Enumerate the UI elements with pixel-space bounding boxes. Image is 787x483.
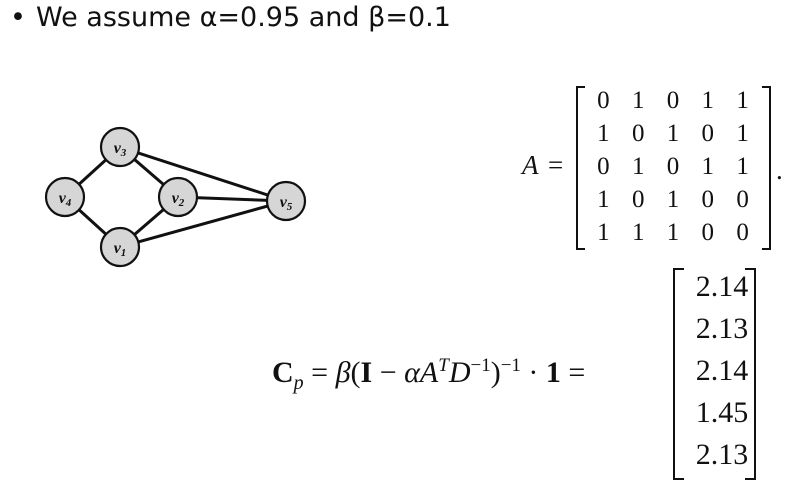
cp-equation-lhs: Cp = β(I − αATD−1)−1 · 1 = — [272, 355, 586, 394]
matrix-a-cell: 0 — [736, 185, 749, 213]
matrix-a-cell: 1 — [666, 185, 680, 213]
cp-value: 2.13 — [695, 438, 749, 471]
network-graph: v3 v4 v2 v5 v1 — [44, 126, 307, 268]
node-circle — [265, 180, 307, 222]
matrix-a-period: . — [776, 155, 783, 185]
node-circle — [99, 226, 141, 268]
matrix-a-cell: 0 — [597, 86, 610, 114]
edge-v1-v5 — [119, 199, 287, 249]
matrix-a-cell: 1 — [736, 119, 749, 147]
matrix-a-cell: 1 — [631, 86, 645, 114]
node-v1: v1 — [99, 226, 141, 268]
cp-vector: 2.14 2.13 2.14 1.45 2.13 — [690, 266, 754, 476]
bullet-text: We assume α=0.95 and β=0.1 — [36, 2, 451, 33]
matrix-a-cell: 0 — [666, 86, 680, 114]
matrix-a-cell: 1 — [701, 152, 715, 180]
node-circle — [99, 126, 141, 168]
matrix-a-cell: 0 — [666, 152, 680, 180]
cp-value: 2.14 — [695, 354, 749, 387]
node-circle — [44, 176, 86, 218]
node-v4: v4 — [44, 176, 86, 218]
bullet-symbol: • — [10, 2, 26, 33]
node-v5: v5 — [265, 180, 307, 222]
matrix-a-equals: = — [548, 150, 564, 180]
matrix-a-cell: 1 — [631, 152, 645, 180]
matrix-a-cell: 1 — [597, 119, 610, 147]
matrix-a-cell: 0 — [631, 185, 645, 213]
matrix-a-cell: 1 — [666, 218, 680, 246]
matrix-a-cell: 0 — [701, 218, 715, 246]
matrix-a-cell: 1 — [701, 86, 715, 114]
node-v3: v3 — [99, 126, 141, 168]
matrix-a-right-bracket — [762, 86, 771, 250]
node-v2: v2 — [157, 176, 199, 218]
cp-value: 1.45 — [695, 396, 749, 429]
matrix-a-cell: 0 — [597, 152, 610, 180]
cp-value: 2.14 — [695, 270, 749, 303]
cp-vector-right-bracket — [745, 268, 756, 480]
bullet-line: • We assume α=0.95 and β=0.1 — [10, 2, 451, 33]
matrix-a-cell: 0 — [701, 119, 715, 147]
matrix-a-cell: 1 — [736, 152, 749, 180]
matrix-a-cell: 1 — [666, 119, 680, 147]
graph-nodes: v3 v4 v2 v5 v1 — [44, 126, 307, 268]
matrix-a-left-bracket — [576, 86, 585, 250]
matrix-a-cell: 0 — [701, 185, 715, 213]
matrix-a-cell: 0 — [736, 218, 749, 246]
matrix-a-cell: 1 — [597, 218, 610, 246]
edge-v3-v5 — [119, 145, 287, 203]
matrix-a-label: A — [522, 150, 539, 180]
node-circle — [157, 176, 199, 218]
cp-vector-left-bracket — [673, 268, 684, 480]
matrix-a-cell: 1 — [736, 86, 749, 114]
matrix-a-cell: 1 — [631, 218, 645, 246]
cp-value: 2.13 — [695, 312, 749, 345]
matrix-a-cell: 1 — [597, 185, 610, 213]
matrix-a-cell: 0 — [631, 119, 645, 147]
